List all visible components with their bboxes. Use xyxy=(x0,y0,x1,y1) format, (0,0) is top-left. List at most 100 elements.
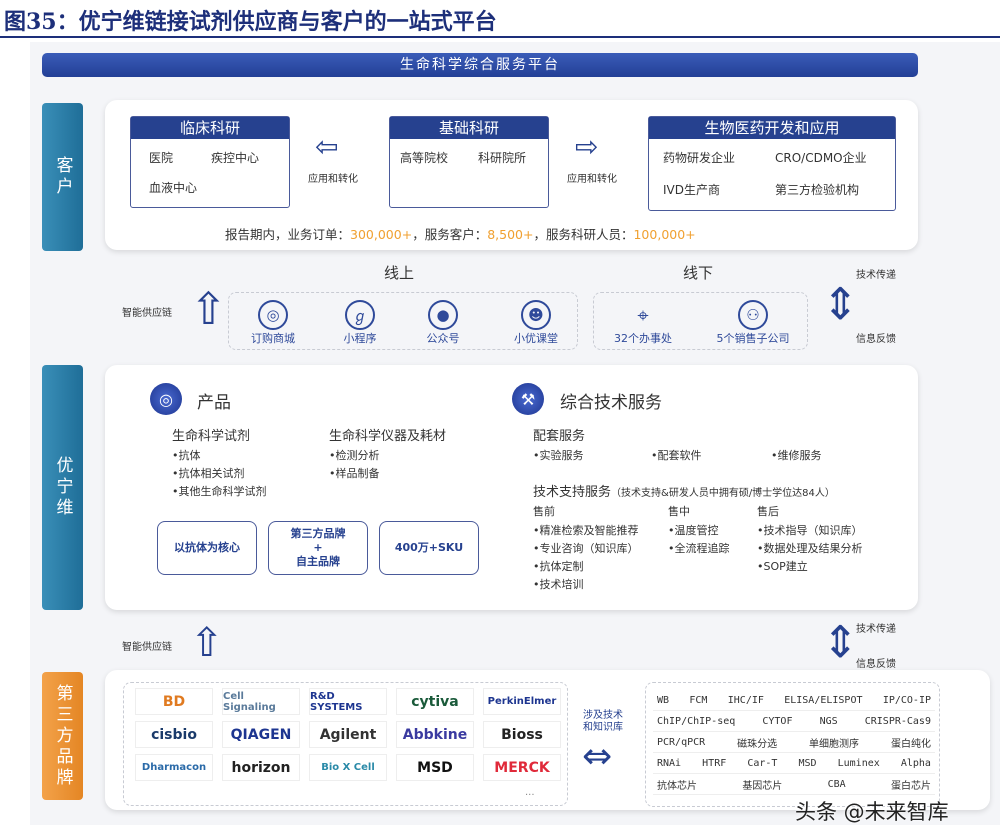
figure-title: 图35：优宁维链接试剂供应商与客户的一站式平台 xyxy=(4,9,497,35)
technique-tag: 蛋白芯片 xyxy=(891,780,931,792)
platform-banner: 生命科学综合服务平台 xyxy=(42,53,918,77)
offline-title: 线下 xyxy=(683,264,714,282)
feedback-label: 信息反馈 xyxy=(856,659,896,670)
title-rule xyxy=(0,36,1000,38)
company-panel: ◎ 产品 生命科学试剂 •抗体 •抗体相关试剂 •其他生命科学试剂 生命科学仪器… xyxy=(105,365,918,610)
core-antibody-pill: 以抗体为核心 xyxy=(157,521,257,575)
side-label-brands: 第三方品牌 xyxy=(42,672,83,800)
sku-pill: 400万+SKU xyxy=(379,521,479,575)
mid-sale-title: 售中 xyxy=(668,505,690,518)
technique-tag: WB xyxy=(657,694,670,706)
services-title: 综合技术服务 xyxy=(560,393,662,413)
channel-label: 32个办事处 xyxy=(614,332,672,345)
customer-item: 药物研发企业 xyxy=(663,151,736,165)
channel-label: 订购商城 xyxy=(251,332,295,345)
pharma-title: 生物医药开发和应用 xyxy=(649,117,895,139)
channel-wechat[interactable]: ● 公众号 xyxy=(418,300,468,346)
channel-label: 5个销售子公司 xyxy=(716,332,790,345)
side-label-company: 优宁维 xyxy=(42,365,83,610)
channel-subsidiaries: ⚇5个销售子公司 xyxy=(708,300,798,346)
technique-tag: 蛋白纯化 xyxy=(890,738,931,750)
brand-logo: QIAGEN xyxy=(222,721,300,748)
list-item: •实验服务 xyxy=(533,449,584,462)
list-item: •温度管控 xyxy=(668,524,719,537)
technique-tag: NGS xyxy=(819,715,838,727)
technique-tag: Alpha xyxy=(900,757,931,769)
technique-tag: MSD xyxy=(798,757,817,769)
channel-mall[interactable]: ◎订购商城 xyxy=(248,300,298,346)
stats-line: 报告期内，业务订单：300,000+，服务客户：8,500+，服务科研人员：10… xyxy=(225,227,696,242)
technique-tag: 单细胞测序 xyxy=(809,738,860,750)
list-item: •检测分析 xyxy=(329,449,380,462)
brand-logo: PerkinElmer xyxy=(483,688,561,715)
channel-label: 小优课堂 xyxy=(514,332,558,345)
list-item: •样品制备 xyxy=(329,467,380,480)
techniques-area xyxy=(645,682,940,807)
customer-item: 疾控中心 xyxy=(211,151,260,165)
right-arrow-icon: ⇨ xyxy=(575,130,599,163)
list-item: •抗体 xyxy=(172,449,201,462)
online-title: 线上 xyxy=(384,264,415,282)
brand-logo: Dharmacon xyxy=(135,754,213,781)
technique-tag: PCR/qPCR xyxy=(657,736,706,748)
tech-transfer-label: 技术传递 xyxy=(856,624,896,635)
technique-tag: IHC/IF xyxy=(727,694,764,706)
channel-label: 公众号 xyxy=(426,332,460,345)
brand-logo: Cell Signaling xyxy=(222,688,300,715)
tools-icon: ⚒ xyxy=(512,383,544,415)
knowledge-label: 涉及技术 和知识库 xyxy=(583,710,623,733)
wechat-icon: ● xyxy=(428,300,458,330)
side-label-customer: 客户 xyxy=(42,103,83,251)
pre-sale-list: •精准检索及智能推荐 •专业咨询（知识库） •抗体定制 •技术培训 xyxy=(533,522,639,594)
customer-item: IVD生产商 xyxy=(663,183,720,197)
technique-tag: RNAi xyxy=(657,757,682,769)
technique-tag: CBA xyxy=(827,778,846,790)
technique-row: RNAi HTRF Car-T MSD Luminex Alpha xyxy=(653,753,935,774)
channel-classroom[interactable]: ☻ 小优课堂 xyxy=(506,300,566,346)
classroom-icon: ☻ xyxy=(521,300,551,330)
pharma-box: 生物医药开发和应用 药物研发企业 CRO/CDMO企业 IVD生产商 第三方检验… xyxy=(648,116,896,211)
clinical-research-box: 临床科研 医院 疾控中心 血液中心 xyxy=(130,116,290,208)
arrow-label: 应用和转化 xyxy=(308,174,358,185)
technique-tag: FCM xyxy=(689,694,708,706)
technique-tag: CYTOF xyxy=(762,715,793,727)
up-arrow-icon: ⇧ xyxy=(190,620,224,666)
left-right-arrow-icon: ⇔ xyxy=(582,736,613,777)
brand-logo: Abbkine xyxy=(396,721,474,748)
pre-sale-title: 售前 xyxy=(533,505,555,518)
up-down-arrow-icon: ⇕ xyxy=(822,617,859,668)
left-arrow-icon: ⇦ xyxy=(315,130,339,163)
customer-item: CRO/CDMO企业 xyxy=(775,151,867,165)
customer-item: 血液中心 xyxy=(149,181,198,195)
technique-tag: 抗体芯片 xyxy=(657,780,697,792)
technique-tag: HTRF xyxy=(702,757,727,769)
list-item: •数据处理及结果分析 xyxy=(757,542,863,555)
technique-tag: ChIP/ChIP-seq xyxy=(657,715,736,727)
target-icon: ◎ xyxy=(150,383,182,415)
basic-research-box: 基础科研 高等院校 科研院所 xyxy=(389,116,549,208)
list-item: •抗体定制 xyxy=(533,560,584,573)
reagents-title: 生命科学试剂 xyxy=(172,429,251,444)
customer-item: 第三方检验机构 xyxy=(775,183,860,197)
brand-logo: Bio X Cell xyxy=(309,754,387,781)
online-channels xyxy=(228,292,578,350)
technique-tag: Luminex xyxy=(837,757,880,769)
list-item: •SOP建立 xyxy=(757,560,808,573)
list-item: •维修服务 xyxy=(771,449,822,462)
customer-item: 科研院所 xyxy=(478,151,527,165)
customer-item: 高等院校 xyxy=(400,151,449,165)
brand-logo: cisbio xyxy=(135,721,213,748)
technique-tag: Car-T xyxy=(747,757,778,769)
brand-pill: 第三方品牌 + 自主品牌 xyxy=(268,521,368,575)
mid-sale-list: •温度管控 •全流程追踪 xyxy=(668,522,730,558)
tech-transfer-label: 技术传递 xyxy=(856,270,896,281)
list-item: •专业咨询（知识库） xyxy=(533,542,639,555)
supply-chain-label: 智能供应链 xyxy=(122,308,172,319)
instruments-title: 生命科学仪器及耗材 xyxy=(329,429,447,444)
post-sale-list: •技术指导（知识库） •数据处理及结果分析 •SOP建立 xyxy=(757,522,863,576)
